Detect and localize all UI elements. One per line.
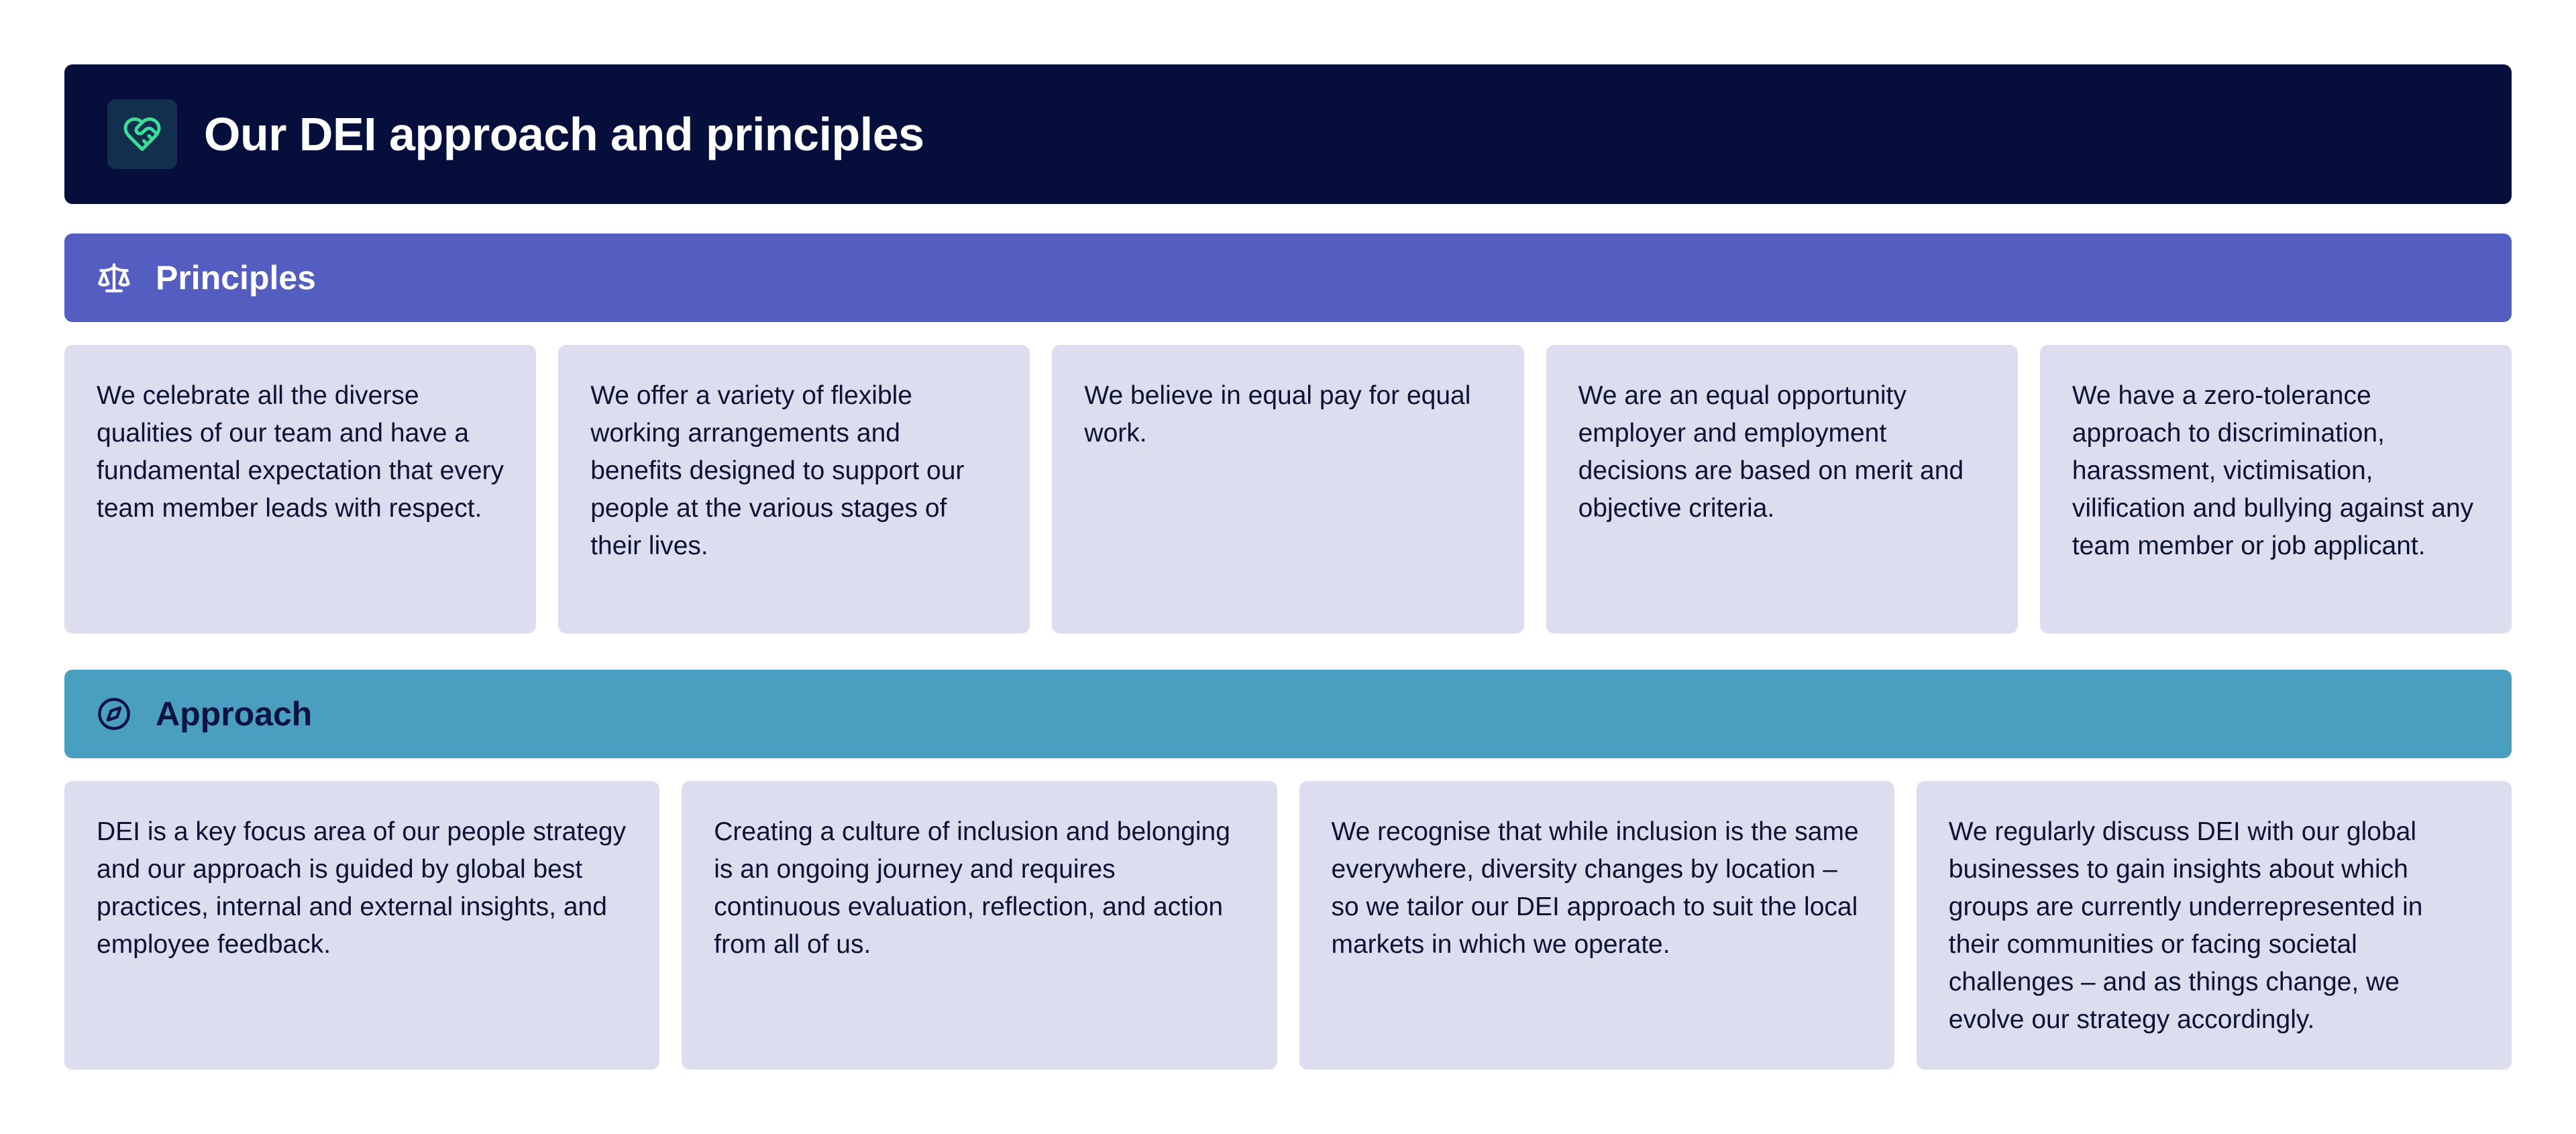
compass-icon xyxy=(98,698,130,730)
approach-card: DEI is a key focus area of our people st… xyxy=(64,781,660,1070)
principles-header: Principles xyxy=(64,234,2512,322)
approach-card: We regularly discuss DEI with our global… xyxy=(1916,781,2512,1070)
principles-label: Principles xyxy=(156,259,316,297)
heart-handshake-icon xyxy=(123,117,161,151)
principle-card: We believe in equal pay for equal work. xyxy=(1052,345,1524,633)
hero-banner: Our DEI approach and principles xyxy=(64,64,2512,204)
approach-card: Creating a culture of inclusion and belo… xyxy=(682,781,1277,1070)
approach-header: Approach xyxy=(64,670,2512,758)
approach-card: We recognise that while inclusion is the… xyxy=(1299,781,1894,1070)
scale-icon xyxy=(98,263,130,293)
approach-label: Approach xyxy=(156,695,313,733)
dei-page: Our DEI approach and principles Principl… xyxy=(64,64,2512,1070)
approach-cards: DEI is a key focus area of our people st… xyxy=(64,781,2512,1070)
page-title: Our DEI approach and principles xyxy=(204,108,924,160)
principle-card: We are an equal opportunity employer and… xyxy=(1546,345,2018,633)
hero-icon-container xyxy=(107,99,177,169)
principle-card: We have a zero-tolerance approach to dis… xyxy=(2039,345,2512,633)
principles-cards: We celebrate all the diverse qualities o… xyxy=(64,345,2512,633)
principle-card: We celebrate all the diverse qualities o… xyxy=(64,345,537,633)
principle-card: We offer a variety of flexible working a… xyxy=(558,345,1030,633)
